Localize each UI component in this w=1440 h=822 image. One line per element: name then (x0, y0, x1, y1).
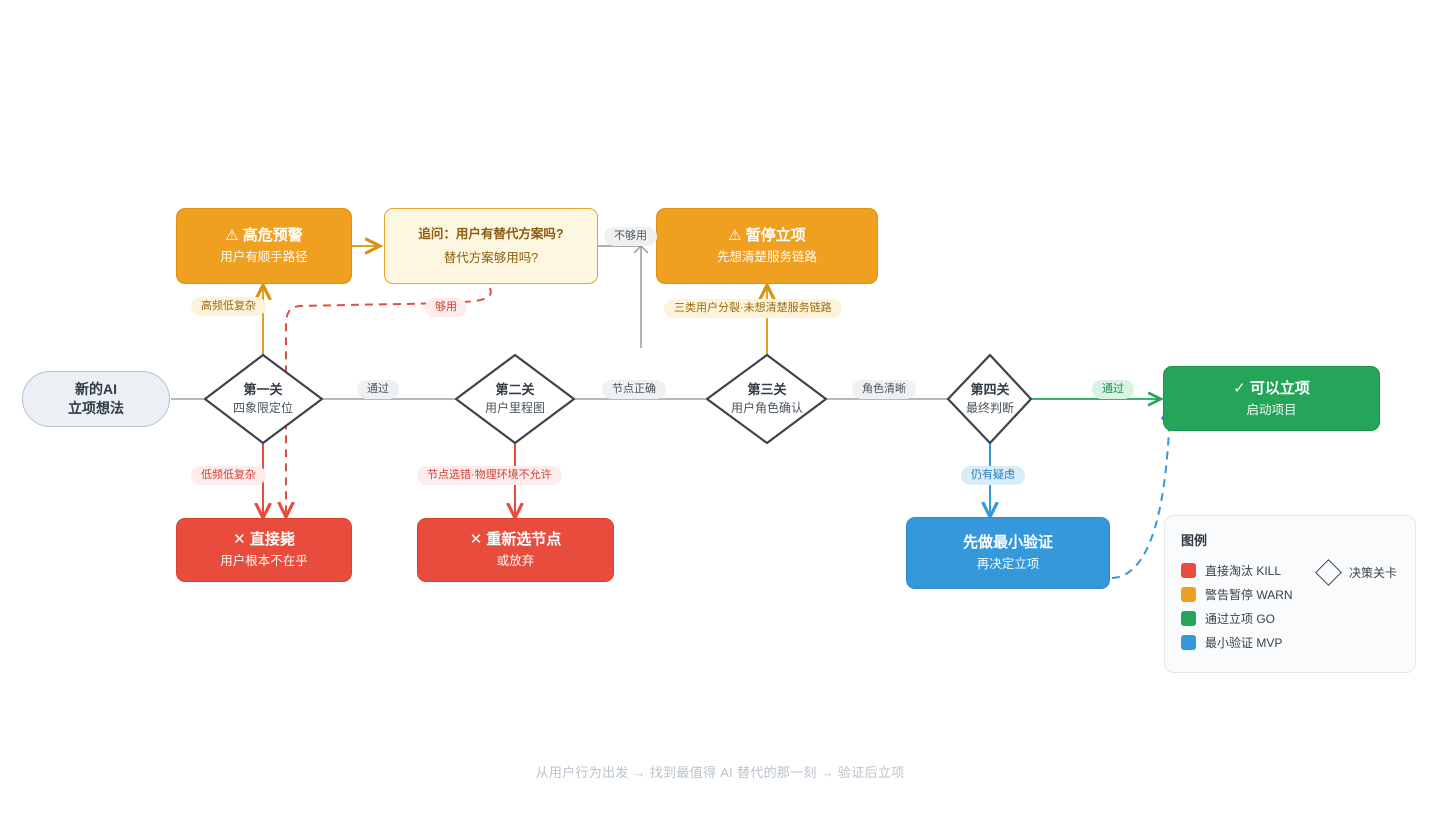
warn-high-risk-subtitle: 用户有顺手路径 (220, 250, 308, 264)
gate-2[interactable]: 第二关 用户里程图 (457, 355, 573, 443)
warning-icon: ⚠ (728, 227, 742, 244)
legend-swatch-warn (1181, 586, 1196, 602)
kill-node-2-subtitle: 或放弃 (496, 554, 535, 568)
legend-swatch-mvp (1181, 634, 1196, 650)
kill-node-1-subtitle: 用户根本不在乎 (220, 554, 308, 568)
legend-swatch-go (1181, 610, 1196, 626)
kill-node-1-title: 直接毙 (249, 531, 295, 548)
legend-item-kill: 直接淘汰 KILL (1181, 558, 1399, 582)
mvp-node[interactable]: 先做最小验证 再决定立项 (906, 517, 1110, 589)
go-node-title: 可以立项 (1249, 379, 1310, 397)
gate-3-title: 第三关 (747, 382, 787, 397)
edge-label-enough: 够用 (425, 298, 467, 317)
edge-label-gate3-warn: 三类用户分裂·未想清楚服务链路 (664, 299, 842, 318)
start-node-line2: 立项想法 (68, 400, 124, 416)
warn-pause-title: 暂停立项 (745, 227, 806, 244)
warn-high-risk-title: 高危预警 (242, 227, 303, 244)
legend-panel: 图例 直接淘汰 KILL 警告暂停 WARN 通过立项 GO 最小验证 MVP … (1164, 515, 1416, 673)
gate-3-subtitle: 用户角色确认 (730, 401, 803, 415)
legend-label-go: 通过立项 GO (1205, 611, 1276, 626)
go-node[interactable]: ✓ 可以立项 启动项目 (1163, 366, 1380, 431)
footer-caption: 从用户行为出发 → 找到最值得 AI 替代的那一刻 → 验证后立项 (535, 765, 905, 780)
followup-question-line2: 替代方案够用吗? (443, 251, 539, 265)
warn-pause-subtitle: 先想清楚服务链路 (716, 250, 817, 264)
go-node-subtitle: 启动项目 (1246, 402, 1297, 417)
cross-icon: ✕ (469, 531, 483, 548)
gate-1-title: 第一关 (243, 382, 283, 397)
gate-4-subtitle: 最终判断 (965, 401, 1014, 415)
legend-item-warn: 警告暂停 WARN (1181, 582, 1399, 606)
gate-2-title: 第二关 (495, 382, 535, 397)
legend-item-mvp: 最小验证 MVP (1181, 630, 1399, 654)
legend-label-gate: 决策关卡 (1349, 566, 1398, 580)
kill-node-2-title: 重新选节点 (486, 531, 562, 548)
warning-icon: ⚠ (225, 227, 239, 244)
edge-label-gate3-pass: 角色清晰 (852, 380, 916, 399)
gate-1[interactable]: 第一关 四象限定位 (205, 355, 321, 443)
check-icon: ✓ (1233, 379, 1246, 397)
edge-label-not-enough: 不够用 (604, 227, 657, 246)
mvp-node-title: 先做最小验证 (962, 534, 1053, 551)
start-node[interactable]: 新的AI 立项想法 (22, 371, 170, 427)
gate-2-text: 第二关 用户里程图 (485, 381, 545, 417)
kill-node-2-title-row: ✕ 重新选节点 (470, 529, 562, 551)
go-node-title-row: ✓ 可以立项 (1233, 378, 1310, 400)
edge-label-gate4-mvp: 仍有疑虑 (961, 466, 1025, 485)
edge-label-gate4-pass: 通过 (1092, 380, 1134, 399)
edge-label-gate1-kill: 低频低复杂 (191, 466, 266, 485)
legend-label-mvp: 最小验证 MVP (1205, 635, 1283, 650)
mvp-node-subtitle: 再决定立项 (976, 557, 1040, 571)
gate-2-subtitle: 用户里程图 (484, 401, 545, 415)
followup-question-node[interactable]: 追问：用户有替代方案吗? 替代方案够用吗? (384, 208, 598, 284)
legend-label-kill: 直接淘汰 KILL (1205, 563, 1282, 578)
edge-label-gate2-pass: 节点正确 (602, 380, 666, 399)
legend-item-gate: 决策关卡 (1315, 559, 1398, 586)
followup-question-line1: 追问：用户有替代方案吗? (418, 227, 564, 241)
gate-1-subtitle: 四象限定位 (232, 401, 293, 415)
cross-icon: ✕ (233, 531, 246, 548)
gate-3[interactable]: 第三关 用户角色确认 (709, 355, 825, 443)
kill-node-1[interactable]: ✕ 直接毙 用户根本不在乎 (176, 518, 352, 582)
legend-swatch-kill (1181, 562, 1196, 578)
kill-node-2[interactable]: ✕ 重新选节点 或放弃 (417, 518, 614, 582)
warn-high-risk-title-row: ⚠ 高危预警 (225, 225, 303, 247)
legend-title: 图例 (1181, 533, 1208, 548)
edge-label-gate1-warn: 高频低复杂 (191, 297, 266, 316)
warn-pause-title-row: ⚠ 暂停立项 (728, 225, 806, 247)
start-node-line1: 新的AI (75, 381, 117, 397)
kill-node-1-title-row: ✕ 直接毙 (233, 529, 295, 551)
diamond-icon (1315, 559, 1342, 586)
warn-pause-node[interactable]: ⚠ 暂停立项 先想清楚服务链路 (656, 208, 878, 284)
warn-high-risk-node[interactable]: ⚠ 高危预警 用户有顺手路径 (176, 208, 352, 284)
gate-4[interactable]: 第四关 最终判断 (932, 355, 1048, 443)
gate-4-text: 第四关 最终判断 (966, 381, 1014, 417)
gate-1-text: 第一关 四象限定位 (233, 381, 293, 417)
edge-label-gate2-kill: 节点选错·物理环境不允许 (417, 466, 562, 485)
legend-item-go: 通过立项 GO (1181, 606, 1399, 630)
legend-label-warn: 警告暂停 WARN (1205, 587, 1293, 602)
edge-label-gate1-pass: 通过 (357, 380, 399, 399)
gate-4-title: 第四关 (970, 382, 1010, 397)
gate-3-text: 第三关 用户角色确认 (731, 381, 803, 417)
